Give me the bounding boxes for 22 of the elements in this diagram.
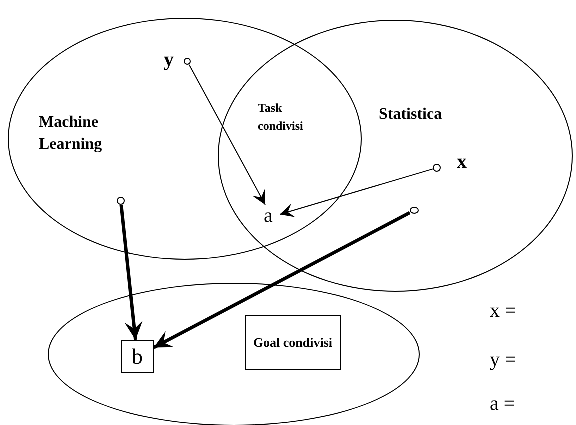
- arrow: [153, 211, 411, 350]
- point-label: a: [264, 205, 280, 229]
- equation-label: y =: [490, 349, 516, 372]
- set-label: Machine Learning: [39, 113, 104, 155]
- arrow: [120, 204, 143, 340]
- region-label: Task condivisi: [258, 100, 304, 135]
- point-label: x: [457, 151, 467, 174]
- point-marker: [410, 207, 419, 214]
- point-marker: [117, 197, 125, 205]
- goal-ellipse: [48, 283, 420, 425]
- set-ellipse: [8, 18, 362, 260]
- equation-label: a =: [490, 393, 516, 416]
- point-marker: [433, 164, 441, 172]
- arrow: [188, 64, 266, 206]
- point-label: y: [164, 49, 174, 72]
- set-label: Statistica: [379, 106, 444, 124]
- equation-label: x =: [490, 300, 516, 323]
- arrow: [280, 168, 434, 218]
- label-box: b: [121, 340, 154, 373]
- set-ellipse: [218, 20, 573, 292]
- label-box: Goal condivisi: [245, 315, 341, 370]
- point-marker: [184, 58, 191, 65]
